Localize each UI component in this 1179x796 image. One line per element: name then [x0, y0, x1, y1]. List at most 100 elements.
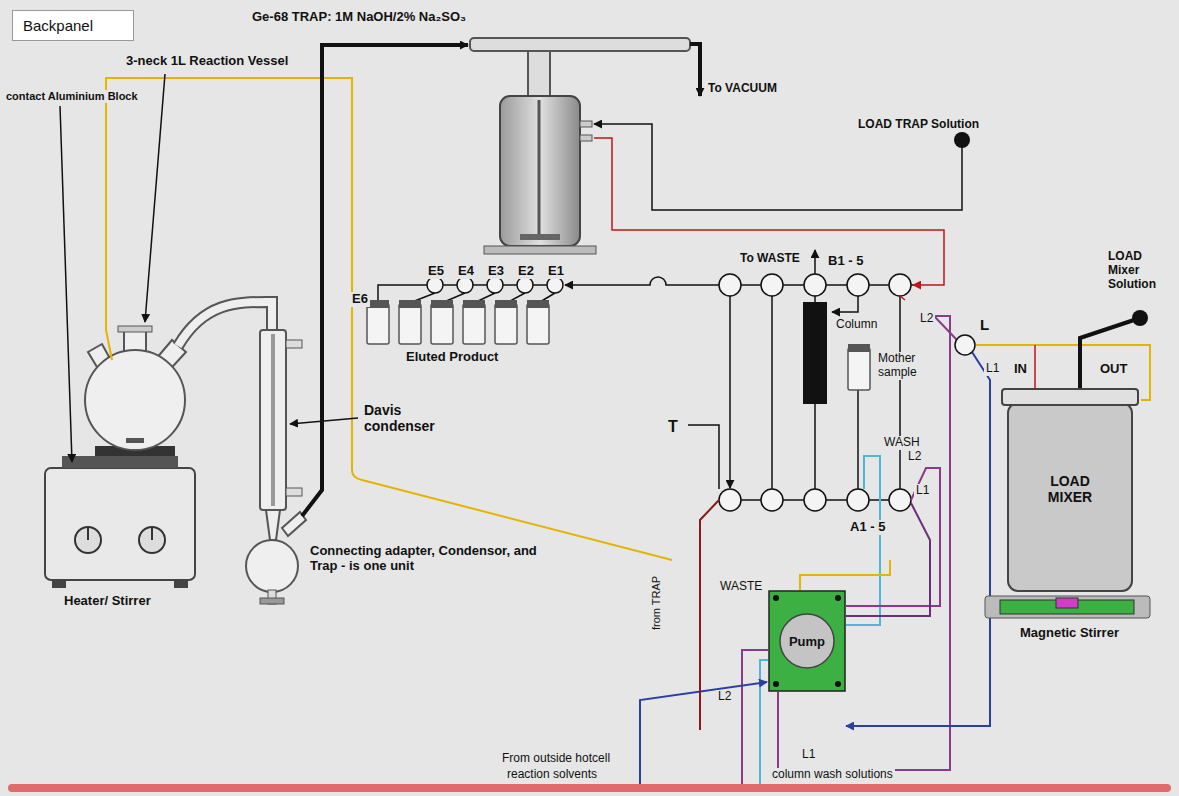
part-label: E4 [456, 264, 476, 279]
part-label: From outside hotcell [500, 752, 612, 766]
a-valves [889, 489, 911, 511]
davis-condenser [271, 334, 275, 506]
a-valves [804, 489, 826, 511]
heater-stirrer [174, 580, 188, 588]
part-label: E2 [516, 264, 536, 279]
part-label: OUT [1098, 362, 1129, 377]
reaction-flask [126, 438, 144, 443]
reaction-flask [178, 302, 272, 346]
product-vials [463, 300, 485, 344]
part-label: L1 [914, 484, 931, 498]
part-label: Davis condenser [362, 402, 456, 434]
b-valves [847, 274, 869, 296]
part-label: reaction solvents [505, 768, 599, 782]
b-valves [719, 274, 741, 296]
part-label: WASTE [718, 580, 764, 594]
davis-condenser [246, 330, 306, 604]
part-label: A1 - 5 [848, 520, 887, 535]
part-label: E1 [546, 264, 566, 279]
load-valve-line [778, 316, 957, 770]
part-label: Mother sample [876, 352, 934, 380]
part-label: To WASTE [738, 252, 802, 266]
b-valves [804, 274, 826, 296]
part-label: Eluted Product [404, 350, 500, 365]
product-vials [399, 304, 421, 344]
ge68-trap [500, 96, 580, 246]
ge68-trap [580, 121, 592, 127]
heater-stirrer [151, 528, 153, 540]
part-label: Connecting adapter, Condensor, and Trap … [308, 544, 544, 574]
part-label: To VACUUM [706, 82, 779, 96]
part-label: from TRAP [650, 574, 663, 632]
part-label: L1 [800, 748, 817, 762]
pump-shape [769, 591, 845, 691]
part-label: Ge-68 TRAP: 1M NaOH/2% Na₂SO₃ [250, 10, 468, 25]
column-lines [688, 296, 911, 500]
product-vials [495, 304, 517, 344]
eluate-valves [547, 277, 563, 293]
davis-condenser [260, 598, 284, 604]
part-label: L1 [984, 362, 1001, 376]
part-label: 3-neck 1L Reaction Vessel [124, 54, 290, 69]
heater-stirrer [45, 456, 195, 588]
product-vials [495, 300, 517, 344]
eluate-valves [457, 277, 473, 293]
mother-sample-vial [848, 344, 870, 390]
product-vials [399, 300, 421, 344]
reaction-flask [85, 302, 272, 450]
product-vials [527, 304, 549, 344]
hotcell-wall [8, 784, 1171, 792]
magnetic-stirrer [985, 596, 1150, 618]
part-label: L2 [906, 450, 923, 464]
leader-line [290, 418, 358, 424]
trap-load-line [594, 124, 962, 210]
heater-stirrer [52, 580, 66, 588]
davis-condenser [266, 510, 280, 540]
part-label: L2 [918, 312, 935, 326]
eluate-manifold [565, 277, 719, 285]
eluate-valves [427, 277, 563, 293]
pump-shape [773, 681, 779, 687]
component-name: LOAD MIXER [1030, 473, 1110, 505]
product-vials [367, 300, 549, 344]
ge68-trap [470, 38, 690, 51]
part-label: IN [1012, 362, 1029, 377]
mother-sample-vial [848, 344, 870, 352]
product-vials [527, 300, 549, 308]
a-valves [761, 489, 783, 511]
a5-line [846, 503, 930, 616]
davis-condenser [286, 340, 302, 348]
ge68-trap [484, 246, 596, 254]
part-label: T [666, 418, 680, 436]
ge68-trap [538, 100, 541, 234]
part-label: Column [834, 318, 879, 332]
column-lines [814, 404, 816, 489]
product-vials [463, 300, 485, 308]
column-lines [771, 296, 773, 489]
wash-line [846, 456, 880, 625]
eluate-manifold [378, 250, 913, 302]
panel-title-box: Backpanel [12, 10, 134, 41]
heater-stirrer [75, 527, 101, 553]
product-vials [431, 300, 453, 344]
thermocouple-line [106, 78, 672, 560]
eluate-valves [517, 277, 533, 293]
load-valve [955, 335, 975, 355]
reaction-flask [85, 350, 185, 450]
part-label: B1 - 5 [826, 254, 865, 269]
product-vials [431, 304, 453, 344]
b-valves [889, 274, 911, 296]
product-vials [527, 300, 549, 344]
product-vials [367, 300, 389, 308]
heater-stirrer [45, 468, 195, 580]
b-valves [719, 274, 911, 296]
product-vials [463, 304, 485, 344]
column-lines [899, 296, 901, 489]
jar-shape [1002, 389, 1138, 405]
davis-condenser [286, 488, 302, 496]
ge68-trap [470, 38, 690, 254]
a5-line [846, 468, 940, 606]
heater-stirrer [62, 456, 178, 468]
product-vials [495, 300, 517, 308]
pump-shape [780, 614, 834, 668]
